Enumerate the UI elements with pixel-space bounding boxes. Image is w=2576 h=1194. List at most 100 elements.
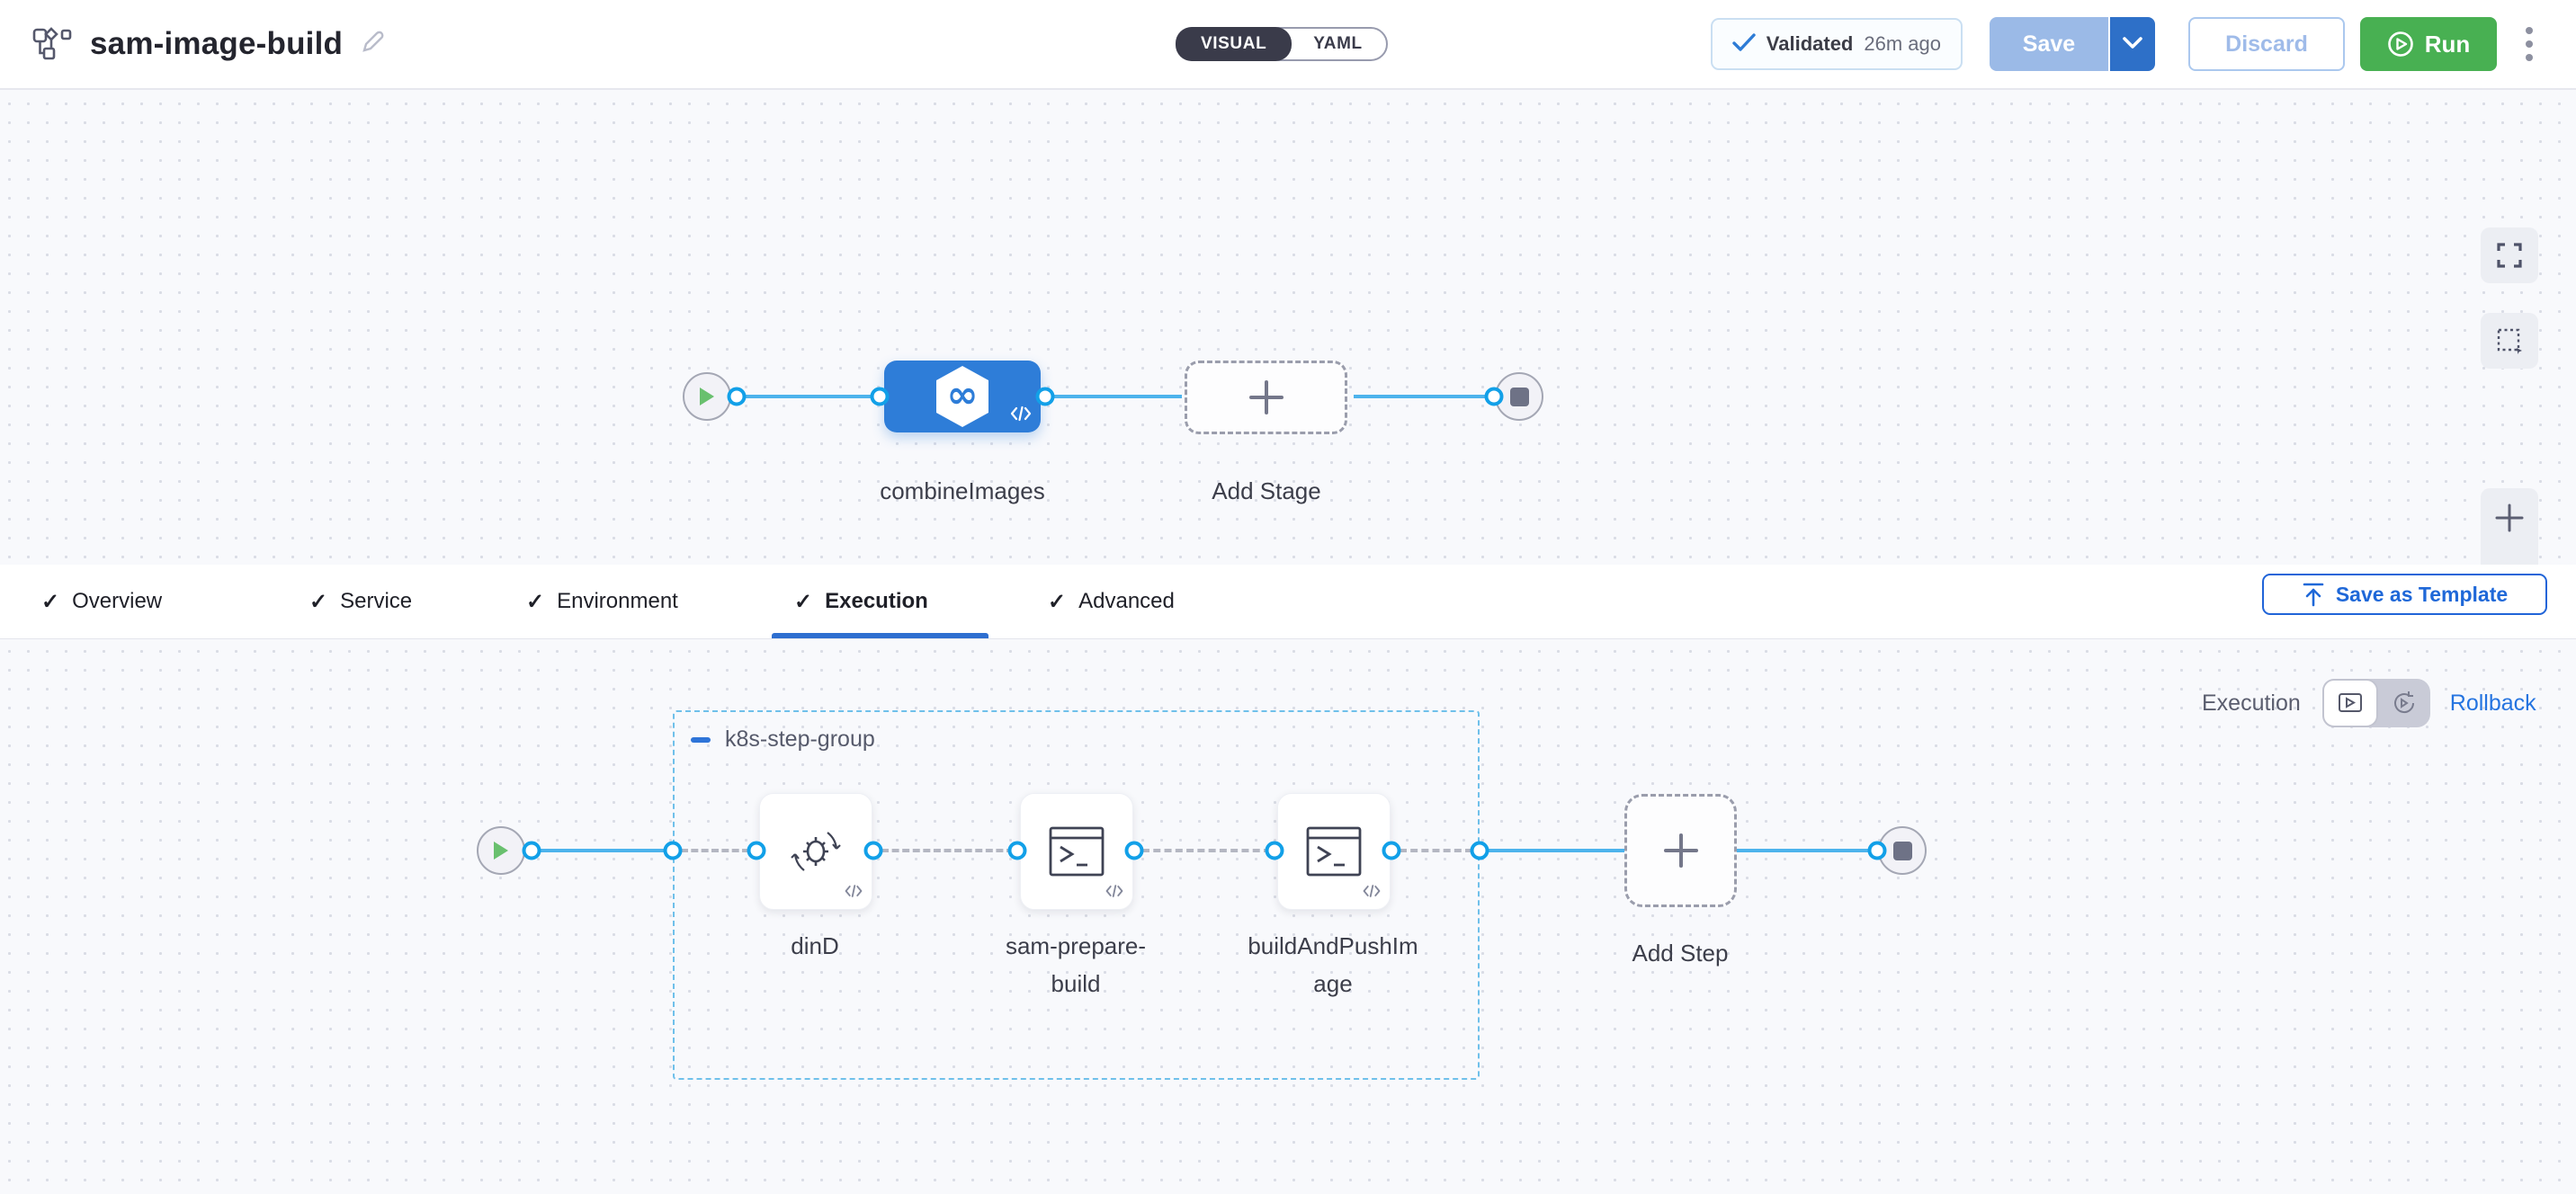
save-options-button[interactable] <box>2110 17 2155 71</box>
pipeline-start-node[interactable] <box>683 372 731 421</box>
code-icon[interactable] <box>1362 884 1382 903</box>
sync-gear-icon <box>791 832 841 871</box>
code-icon[interactable] <box>844 884 863 903</box>
tab-label: Overview <box>72 589 163 613</box>
code-icon[interactable] <box>1009 405 1033 426</box>
add-step-label: Add Step <box>1632 940 1729 967</box>
execution-canvas[interactable]: Execution Rollback k8s-step-group <box>0 639 2576 1194</box>
connector-port[interactable] <box>1124 841 1144 860</box>
connector-port[interactable] <box>1867 841 1887 860</box>
execution-mode-button[interactable] <box>2321 679 2378 727</box>
connector-port[interactable] <box>727 387 747 406</box>
fullscreen-button[interactable] <box>2481 227 2538 283</box>
run-button[interactable]: Run <box>2360 17 2497 71</box>
chevron-down-icon <box>2123 36 2142 52</box>
step-label: dinD <box>791 932 839 959</box>
rollback-mode-button[interactable] <box>2378 679 2430 727</box>
check-icon: ✓ <box>41 589 60 614</box>
marquee-select-button[interactable] <box>2481 313 2538 369</box>
connector-port[interactable] <box>1007 841 1027 860</box>
connector-port[interactable] <box>870 387 890 406</box>
connector-port[interactable] <box>863 841 883 860</box>
connector-port[interactable] <box>1484 387 1504 406</box>
stage-config-tabbar: ✓ Overview ✓ Service ✓ Environment ✓ Exe… <box>0 565 2576 639</box>
connector-port[interactable] <box>1265 841 1284 860</box>
save-as-template-button[interactable]: Save as Template <box>2262 574 2547 615</box>
step-connector-dashed <box>1142 849 1271 852</box>
tab-overview[interactable]: ✓ Overview <box>41 565 162 638</box>
step-group-name: k8s-step-group <box>725 726 875 752</box>
stage-connector <box>1053 395 1182 398</box>
start-play-icon <box>494 842 508 860</box>
connector-port[interactable] <box>1035 387 1055 406</box>
step-group-box[interactable] <box>673 710 1480 1080</box>
tab-advanced[interactable]: ✓ Advanced <box>1048 565 1175 638</box>
shell-script-icon <box>1306 826 1362 877</box>
connector-port[interactable] <box>663 841 683 860</box>
check-icon: ✓ <box>526 589 545 614</box>
rollback-cycle-icon <box>2393 691 2414 714</box>
stop-square-icon <box>1892 841 1912 860</box>
step-connector <box>540 849 666 852</box>
stop-square-icon <box>1509 387 1529 406</box>
run-label: Run <box>2424 30 2471 58</box>
visual-toggle[interactable]: VISUAL <box>1176 27 1292 61</box>
stage-label: combineImages <box>880 477 1045 504</box>
check-icon: ✓ <box>309 589 328 614</box>
connector-port[interactable] <box>747 841 766 860</box>
check-icon: ✓ <box>794 589 813 614</box>
tab-service[interactable]: ✓ Service <box>309 565 412 638</box>
add-step-button[interactable] <box>1624 794 1737 907</box>
save-as-template-label: Save as Template <box>2335 582 2509 606</box>
check-icon: ✓ <box>1048 589 1067 614</box>
stage-connector <box>1354 395 1487 398</box>
execution-play-icon <box>2338 693 2362 712</box>
active-tab-underline <box>772 633 988 638</box>
header-actions: Validated 26m ago Save Discard <box>1710 16 2538 72</box>
chained-pipeline-icon: ∞ <box>936 366 988 427</box>
check-icon <box>1732 32 1756 57</box>
tab-label: Service <box>340 589 413 613</box>
step-node-buildandpushimage[interactable] <box>1277 793 1391 910</box>
pipeline-icon <box>32 23 74 66</box>
step-node-sam-prepare-build[interactable] <box>1020 793 1133 910</box>
yaml-toggle[interactable]: YAML <box>1313 34 1363 53</box>
kebab-menu-icon[interactable] <box>2520 22 2538 67</box>
collapse-group-icon[interactable] <box>691 736 711 743</box>
tab-environment[interactable]: ✓ Environment <box>526 565 678 638</box>
tab-execution[interactable]: ✓ Execution <box>794 565 928 638</box>
execution-mode-toolbar: Execution Rollback <box>2202 679 2536 727</box>
connector-port[interactable] <box>1382 841 1401 860</box>
save-button[interactable]: Save <box>1990 17 2108 71</box>
connector-port[interactable] <box>522 841 541 860</box>
svg-text:∞: ∞ <box>947 372 979 416</box>
title-area: sam-image-build <box>0 23 386 66</box>
add-stage-label: Add Stage <box>1212 477 1321 504</box>
step-group-header: k8s-step-group <box>691 726 875 753</box>
stage-node-combineimages[interactable]: ∞ <box>884 361 1041 432</box>
marquee-select-icon <box>2497 328 2522 354</box>
discard-button[interactable]: Discard <box>2188 17 2345 71</box>
fullscreen-icon <box>2497 243 2522 268</box>
execution-start-node[interactable] <box>477 826 525 875</box>
tab-label: Advanced <box>1078 589 1175 613</box>
save-button-divider <box>2108 17 2110 71</box>
zoom-in-button[interactable] <box>2494 503 2525 533</box>
validated-badge[interactable]: Validated 26m ago <box>1710 18 1963 70</box>
connector-port[interactable] <box>1470 841 1489 860</box>
edit-pencil-icon[interactable] <box>359 29 386 60</box>
stage-connector <box>745 395 876 398</box>
step-node-dind[interactable] <box>759 793 872 910</box>
step-label: sam-prepare-build <box>1005 932 1147 997</box>
step-connector <box>1737 849 1870 852</box>
tab-label: Execution <box>825 589 928 613</box>
stage-canvas[interactable]: ∞ combineImages Add Stage <box>0 88 2576 601</box>
rollback-link[interactable]: Rollback <box>2449 690 2536 716</box>
add-stage-button[interactable] <box>1185 361 1347 434</box>
start-play-icon <box>700 388 714 405</box>
step-connector <box>1488 849 1624 852</box>
code-icon[interactable] <box>1105 884 1124 903</box>
view-mode-toggle: VISUAL YAML <box>1176 27 1388 61</box>
header: sam-image-build VISUAL YAML Validated 26… <box>0 0 2576 90</box>
